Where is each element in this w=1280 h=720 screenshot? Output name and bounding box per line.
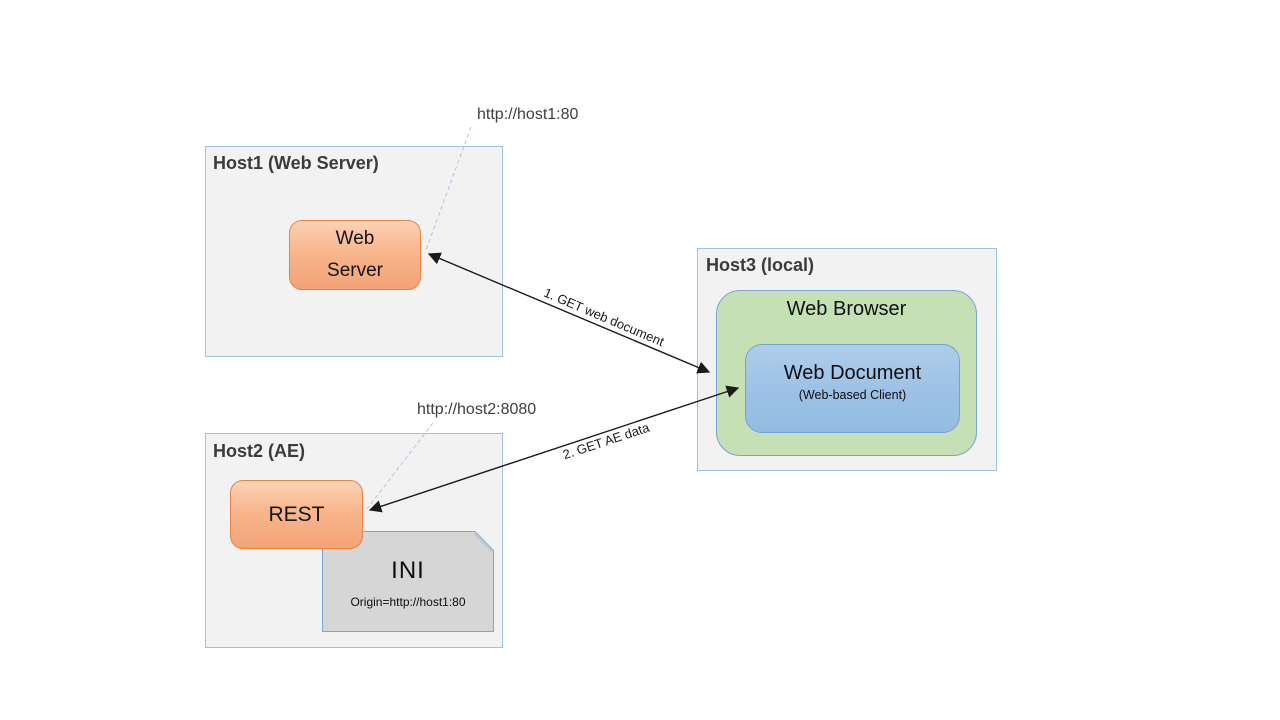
host2-url-label: http://host2:8080	[417, 401, 537, 418]
host1-title: Host1 (Web Server)	[213, 153, 379, 173]
ini-shape	[322, 531, 494, 632]
ini-box: INI Origin=http://host1:80	[322, 531, 494, 632]
web-browser-box: Web Browser Web Document (Web-based Clie…	[716, 290, 977, 456]
arrow-label-get-web-document: 1. GET web document	[541, 284, 667, 350]
rest-box: REST	[230, 480, 363, 549]
host1-url-label: http://host1:80	[477, 106, 579, 123]
ini-title: INI	[391, 557, 425, 584]
web-document-subtitle: (Web-based Client)	[798, 388, 907, 402]
web-browser-title: Web Browser	[786, 298, 907, 320]
arrow-label-get-ae-data: 2. GET AE data	[560, 419, 652, 463]
web-document-title: Web Document	[783, 362, 922, 384]
host3-title: Host3 (local)	[706, 255, 815, 275]
web-document-box: Web Document (Web-based Client)	[745, 344, 960, 433]
ini-origin-label: Origin=http://host1:80	[350, 595, 466, 609]
web-server-box: Web Server	[289, 220, 421, 290]
host2-title: Host2 (AE)	[213, 441, 306, 461]
